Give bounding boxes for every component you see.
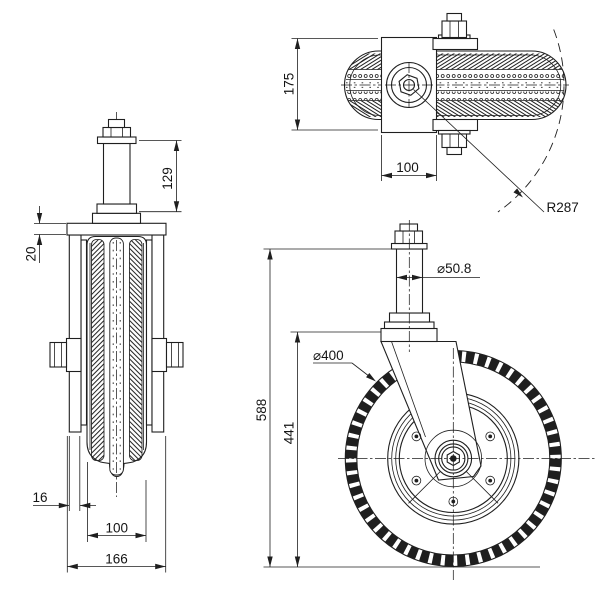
bolt-hole xyxy=(485,431,496,442)
front-fork-plate-left xyxy=(80,239,88,426)
top-tread-hatch-upper xyxy=(346,53,564,70)
top-bracket xyxy=(380,36,438,134)
front-axle-nut-left xyxy=(49,341,68,368)
dim-tire-width-label: 100 xyxy=(106,521,129,536)
dim-wheel-diameter-label: ⌀400 xyxy=(313,348,344,363)
front-view: 20 129 16 100 xyxy=(24,112,184,573)
front-stem-nut-cap xyxy=(107,118,126,129)
front-fork xyxy=(68,234,165,433)
dim-bracket-height-label: 175 xyxy=(282,73,297,96)
arrowhead xyxy=(294,332,301,343)
dim-leg-width-label: 16 xyxy=(32,490,47,505)
bolt-hole xyxy=(485,475,496,486)
dim-plate-thickness-label: 20 xyxy=(24,246,39,261)
dim-stem-height-label: 129 xyxy=(160,167,175,190)
arrowhead xyxy=(294,38,301,49)
front-top-plate xyxy=(66,222,167,236)
front-stem-nut xyxy=(102,126,132,138)
top-tread-knobs-lower xyxy=(346,91,564,100)
arrowhead xyxy=(87,532,98,539)
dim-overall-height: 588 xyxy=(254,248,540,568)
top-fork-plate-upper xyxy=(432,37,479,51)
front-fork-plate-right xyxy=(145,239,153,426)
arrowhead xyxy=(294,556,301,567)
dim-stem-diameter-label: ⌀50.8 xyxy=(437,261,471,276)
front-stem-flange-lower xyxy=(91,212,142,224)
top-tire xyxy=(341,50,569,121)
leader-line xyxy=(413,89,545,213)
arrowhead xyxy=(36,213,43,224)
top-tread-hatch-lower xyxy=(346,100,564,117)
bolt-hole-center xyxy=(488,478,493,483)
side-view: ⌀50.8 ⌀400 588 441 xyxy=(254,220,597,580)
front-stem-assembly xyxy=(66,118,167,236)
top-tread-knobs-upper xyxy=(346,70,564,78)
top-axle-nut-cap-upper xyxy=(446,12,463,22)
bolt-hole xyxy=(411,431,422,442)
arrowhead xyxy=(366,372,376,382)
arrowhead xyxy=(267,556,273,567)
dim-swivel-radius: R287 xyxy=(413,29,579,215)
front-tread-band-left xyxy=(91,239,105,461)
top-tire-inner-outline xyxy=(349,54,562,116)
arrowhead xyxy=(135,532,146,539)
arrowhead xyxy=(426,172,437,179)
front-tread-band-right xyxy=(129,239,143,461)
dim-overall-width-label: 166 xyxy=(105,552,128,567)
arrowhead xyxy=(381,172,392,179)
bolt-hole-center xyxy=(488,434,493,439)
dim-wheel-diameter: ⌀400 xyxy=(313,348,376,382)
dim-tire-width: 100 xyxy=(87,462,147,542)
arrowhead xyxy=(396,274,407,281)
side-stem-nut-cap xyxy=(399,223,419,232)
top-axle-nut-upper xyxy=(441,20,468,39)
dim-plate-width: 100 xyxy=(381,135,437,181)
bolt-hole xyxy=(411,475,422,486)
front-axle-washer-left xyxy=(65,337,82,373)
arrowhead xyxy=(155,563,166,570)
bolt-hole-center xyxy=(414,478,419,483)
front-tire xyxy=(86,235,148,478)
dim-plate-thickness: 20 xyxy=(24,206,66,263)
front-axle-washer-right xyxy=(151,337,168,373)
front-fork-leg-right xyxy=(151,234,165,433)
side-stem-assembly xyxy=(380,220,438,352)
arrowhead xyxy=(58,502,70,509)
top-axle-nut-cap-lower xyxy=(446,146,463,156)
top-stem-nut-hex xyxy=(398,74,420,96)
dim-swivel-radius-label: R287 xyxy=(547,200,579,215)
front-axle-nut-right xyxy=(165,341,184,368)
dim-plate-width-label: 100 xyxy=(396,160,419,175)
arrowhead xyxy=(513,188,523,198)
top-fork-and-axle xyxy=(432,12,479,156)
front-axle xyxy=(49,337,184,373)
front-stem-washer xyxy=(96,136,137,145)
arrowhead xyxy=(36,234,43,245)
front-stem xyxy=(102,142,131,205)
front-fork-leg-left xyxy=(68,234,82,433)
side-stem-nut xyxy=(394,230,424,245)
bolt-hole-center xyxy=(414,434,419,439)
top-view: R287 175 100 xyxy=(282,12,579,215)
side-fork-inner-edge xyxy=(391,341,426,438)
arrowhead xyxy=(173,201,180,212)
arrowhead xyxy=(267,249,273,260)
arrowhead xyxy=(412,274,423,281)
front-stem-flange-upper xyxy=(96,203,138,214)
dim-stem-height: 129 xyxy=(139,140,182,213)
dim-swivel-height: 441 xyxy=(282,331,381,567)
dim-overall-width: 166 xyxy=(66,436,167,573)
dim-overall-height-label: 588 xyxy=(254,399,269,422)
arrowhead xyxy=(67,563,78,570)
dim-bracket-height: 175 xyxy=(282,38,378,131)
arrowhead xyxy=(173,140,180,151)
arrowhead xyxy=(79,502,91,509)
arrowhead xyxy=(294,119,301,130)
dim-leg-width: 16 xyxy=(32,436,96,511)
dim-swivel-height-label: 441 xyxy=(282,422,297,445)
dim-stem-diameter: ⌀50.8 xyxy=(396,261,480,281)
